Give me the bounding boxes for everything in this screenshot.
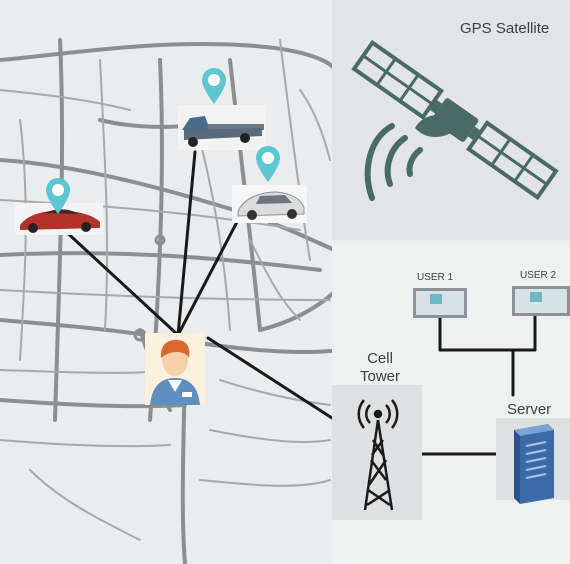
map-pin-icon (202, 68, 226, 104)
map-pin-icon (256, 146, 280, 182)
server-label: Server (507, 401, 552, 418)
connector-lines (60, 150, 537, 456)
white-car-icon (232, 185, 307, 223)
monitor-icon (413, 288, 467, 318)
line-person-truck (176, 150, 197, 337)
cell-tower-label-line2: Tower (359, 368, 400, 385)
satellite-icon (351, 39, 559, 201)
cell-tower-label-line1: Cell (367, 350, 393, 367)
cell-tower-icon (357, 399, 399, 511)
server-icon (514, 424, 554, 504)
user2-label: USER 2 (520, 270, 557, 281)
monitor-icon (512, 286, 570, 316)
gps-satellite-label: GPS Satellite (460, 20, 550, 37)
line-person-tower (206, 336, 334, 420)
user1-label: USER 1 (417, 272, 454, 283)
map-pin-icon (46, 178, 70, 214)
cell-tower-label: Cell Tower (350, 350, 410, 386)
line-person-red-car (60, 226, 180, 337)
line-person-white-car (176, 218, 240, 337)
tow-truck-icon (178, 105, 266, 150)
person-icon (145, 333, 205, 405)
